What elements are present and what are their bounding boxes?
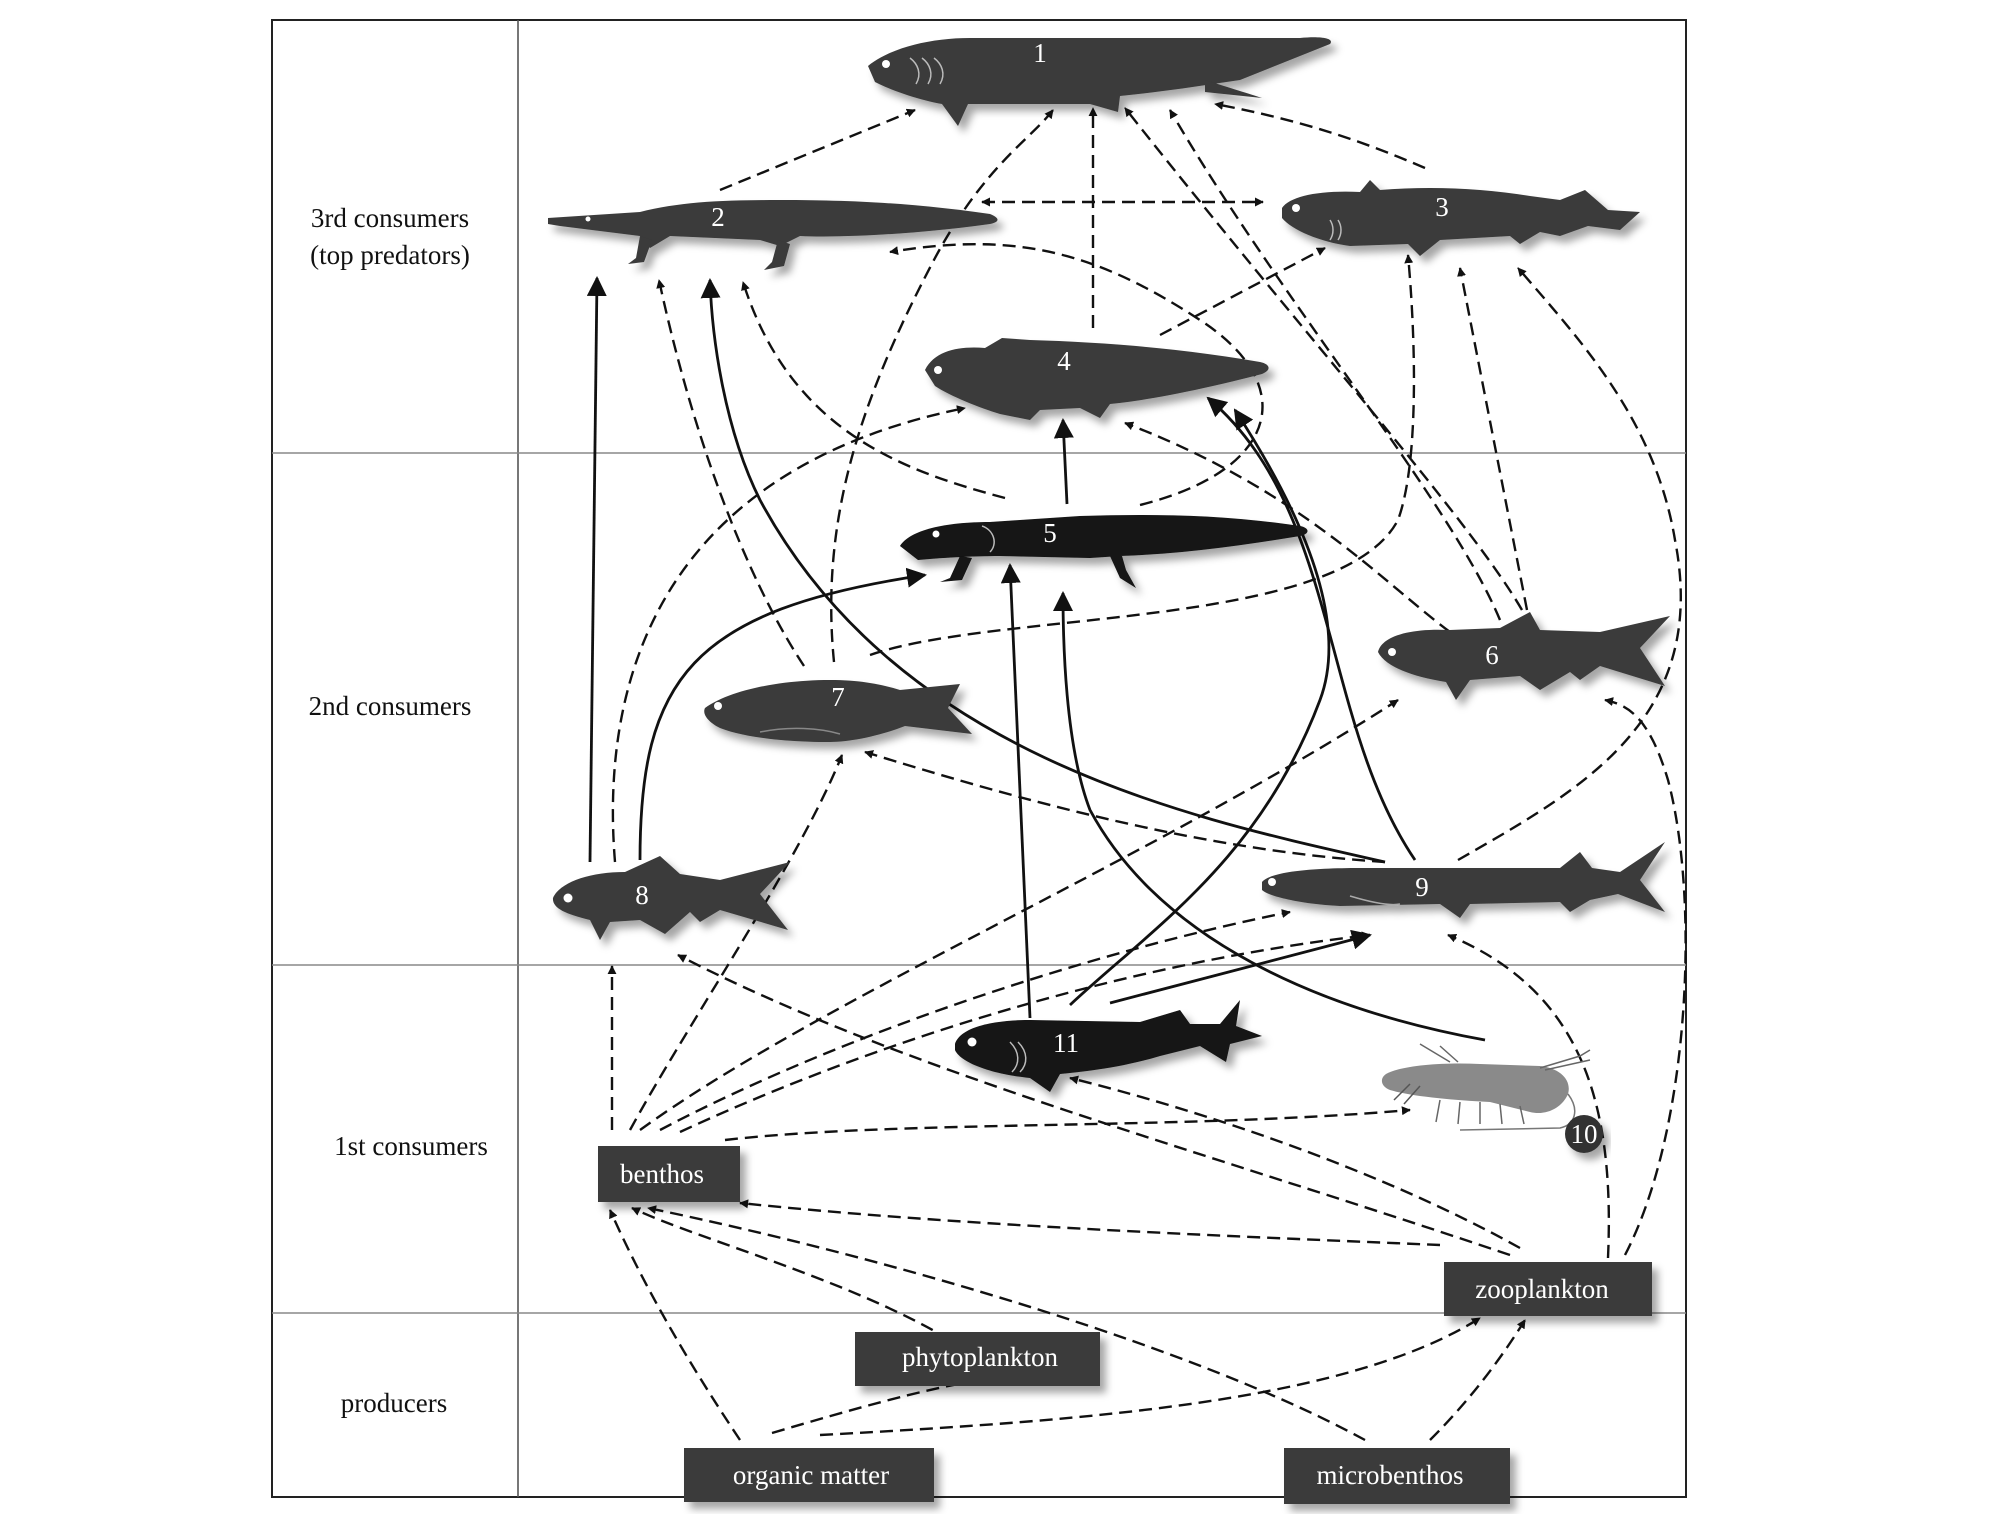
arrow-5-to-2 xyxy=(741,281,1006,500)
arrow-4-to-3 xyxy=(1159,246,1326,337)
arrow-7-to-3 xyxy=(869,254,1416,657)
arrow-3-to-1 xyxy=(1214,101,1426,170)
arrow-zooplankton-to-benthos xyxy=(739,1199,1441,1247)
box-organic-matter: organic matter xyxy=(684,1448,934,1502)
organism-11-silhouette xyxy=(955,1000,1262,1092)
arrow-benthos-to-9-b xyxy=(679,931,1371,1134)
organism-5-label: 5 xyxy=(1043,518,1057,548)
organism-3-silhouette xyxy=(1282,180,1640,256)
box-zooplankton: zooplankton xyxy=(1444,1262,1652,1316)
organism-9-label: 9 xyxy=(1415,872,1429,902)
arrow-8-to-5 xyxy=(638,567,927,861)
row-label-top-predators: (top predators) xyxy=(310,240,470,270)
box-microbenthos-label: microbenthos xyxy=(1317,1460,1464,1490)
arrow-5-to-4 xyxy=(1053,418,1074,505)
organism-2-silhouette xyxy=(548,200,998,270)
organism-9-silhouette xyxy=(1262,842,1665,918)
arrow-5-to-2-loop xyxy=(889,243,1264,507)
box-organic-matter-label: organic matter xyxy=(733,1460,889,1490)
organism-7-label: 7 xyxy=(831,682,845,712)
organism-6-silhouette xyxy=(1378,612,1670,700)
arrow-8-to-4 xyxy=(611,405,966,863)
box-phytoplankton-label: phytoplankton xyxy=(902,1342,1058,1372)
organism-10-label: 10 xyxy=(1571,1119,1598,1149)
organism-1-silhouette xyxy=(868,37,1331,126)
arrow-11-to-9 xyxy=(1109,929,1372,1005)
arrow-organic-to-zooplankton xyxy=(819,1316,1481,1437)
organism-10-silhouette xyxy=(1381,1043,1591,1131)
organism-4-label: 4 xyxy=(1057,346,1071,376)
organism-6-label: 6 xyxy=(1485,640,1499,670)
organism-8-silhouette xyxy=(552,856,790,940)
arrow-benthos-to-6 xyxy=(639,698,1399,1131)
organism-4-silhouette xyxy=(925,338,1269,420)
arrow-zooplankton-to-6 xyxy=(1604,697,1687,1256)
organism-11-label: 11 xyxy=(1053,1028,1079,1058)
arrow-organic-to-benthos xyxy=(608,1209,741,1441)
box-microbenthos: microbenthos xyxy=(1284,1448,1510,1504)
arrow-zooplankton-to-11 xyxy=(1069,1075,1521,1250)
arrow-zooplankton-to-8 xyxy=(677,953,1511,1257)
arrow-phytoplankton-to-benthos xyxy=(631,1206,951,1342)
arrow-6-to-3 xyxy=(1457,267,1529,611)
arrows xyxy=(586,101,1687,1442)
arrow-microbenthos-to-zooplankton xyxy=(1429,1319,1527,1441)
arrow-9-to-3 xyxy=(1457,267,1682,862)
arrow-7-to-1 xyxy=(830,109,1054,663)
arrow-microbenthos-to-benthos xyxy=(647,1205,1366,1442)
organism-7-silhouette xyxy=(704,680,972,742)
box-phytoplankton: phytoplankton xyxy=(855,1332,1100,1386)
arrow-benthos-to-7 xyxy=(628,754,844,1131)
box-benthos: benthos xyxy=(598,1146,740,1202)
arrow-2-to-1 xyxy=(719,108,916,192)
box-zooplankton-label: zooplankton xyxy=(1475,1274,1609,1304)
arrow-zooplankton-to-9 xyxy=(1447,933,1611,1259)
arrow-benthos-to-10 xyxy=(724,1106,1411,1142)
arrow-6-to-1-b xyxy=(1168,109,1502,621)
row-label-1st-consumers: 1st consumers xyxy=(334,1131,488,1161)
arrow-organic-to-phytoplankton xyxy=(771,1376,981,1435)
arrow-10-to-5 xyxy=(1053,591,1486,1042)
organism-2-label: 2 xyxy=(711,202,725,232)
arrow-11-to-5 xyxy=(1000,563,1032,1019)
organism-1-label: 1 xyxy=(1033,38,1047,68)
arrow-9-to-7 xyxy=(864,750,1386,864)
row-label-2nd-consumers: 2nd consumers xyxy=(309,691,472,721)
arrow-7-to-2 xyxy=(656,279,805,667)
arrow-11-to-4 xyxy=(1069,408,1331,1007)
arrow-8-to-2 xyxy=(586,276,607,863)
arrow-benthos-to-9-a xyxy=(659,909,1291,1132)
row-label-3rd-consumers: 3rd consumers xyxy=(311,203,469,233)
box-benthos-label: benthos xyxy=(620,1159,704,1189)
arrow-9-to-2 xyxy=(700,278,1386,864)
arrow-9-to-4 xyxy=(1206,396,1417,861)
row-label-producers: producers xyxy=(341,1388,447,1418)
organism-10-badge xyxy=(1565,1115,1603,1153)
organism-8-label: 8 xyxy=(635,880,649,910)
organism-3-label: 3 xyxy=(1435,192,1449,222)
organism-5-silhouette xyxy=(900,515,1308,588)
